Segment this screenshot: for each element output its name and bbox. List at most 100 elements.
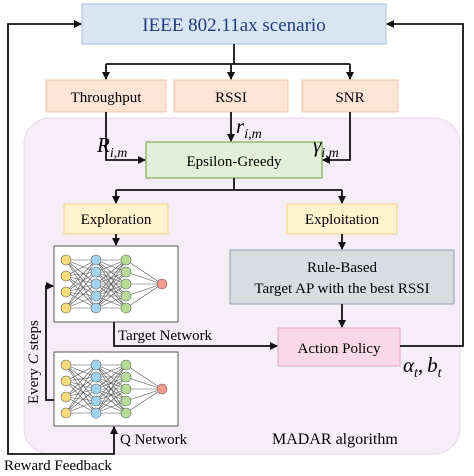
network-node-input <box>60 391 72 403</box>
network-edge <box>125 388 163 402</box>
network-edge <box>95 259 127 273</box>
network-node-hidden1 <box>90 266 102 278</box>
network-edge <box>65 275 97 309</box>
network-node-hidden1 <box>90 371 102 383</box>
scenario-box <box>81 3 387 45</box>
network-edge <box>65 295 97 309</box>
network-edge <box>95 259 127 297</box>
network-node-output <box>156 383 168 395</box>
network-node-hidden1 <box>90 395 102 407</box>
network-node-hidden2 <box>120 371 132 383</box>
network-node-hidden2 <box>120 278 132 290</box>
q-network-graph <box>60 359 168 419</box>
arrow-reward-feedback <box>7 20 115 455</box>
madar-label: MADAR algorithm <box>272 431 398 448</box>
symbol-r-im: ri,m <box>236 114 262 142</box>
network-edge <box>65 259 97 293</box>
network-node-hidden1 <box>90 254 102 266</box>
network-edge <box>125 271 163 285</box>
epsilon-greedy-label: Epsilon-Greedy <box>187 154 282 170</box>
action-policy-label: Action Policy <box>298 341 381 357</box>
symbol-R-im: Ri,m <box>96 133 127 161</box>
network-edge <box>65 283 97 309</box>
network-node-input <box>60 375 72 387</box>
network-node-hidden1 <box>90 302 102 314</box>
network-edge <box>65 376 97 398</box>
network-edge <box>95 259 127 285</box>
arrow-target-action <box>113 322 278 350</box>
network-edge <box>95 364 127 402</box>
network-node-input <box>60 254 72 266</box>
network-edge <box>125 283 163 297</box>
network-edge <box>125 259 163 285</box>
network-edge <box>95 283 127 309</box>
snr-label: SNR <box>335 90 364 106</box>
target-network-label: Target Network <box>118 328 213 344</box>
arrow-every-c-steps <box>45 282 54 401</box>
reward-feedback-label: Reward Feedback <box>4 458 112 474</box>
scenario-label: IEEE 802.11ax scenario <box>142 15 325 36</box>
network-edge <box>65 364 97 414</box>
network-edge <box>65 271 97 309</box>
exploitation-label: Exploitation <box>305 212 380 228</box>
q-network-label: Q Network <box>120 432 188 448</box>
rule-based-box <box>229 249 455 305</box>
network-node-hidden2 <box>120 302 132 314</box>
network-edge <box>65 275 97 297</box>
throughput-label: Throughput <box>71 90 143 106</box>
network-edge <box>65 271 97 293</box>
symbol-gamma-im: γi,m <box>313 133 339 161</box>
network-edge <box>95 388 127 414</box>
network-edge <box>95 376 127 414</box>
network-node-hidden1 <box>90 290 102 302</box>
throughput-box <box>45 79 167 113</box>
exploration-box <box>63 203 169 235</box>
network-edge <box>65 388 97 414</box>
arrow-throughput-epsilon <box>105 112 146 164</box>
network-edge <box>65 291 97 309</box>
network-node-hidden1 <box>90 407 102 419</box>
network-node-hidden1 <box>90 383 102 395</box>
network-edge <box>95 364 127 378</box>
network-edge <box>65 400 97 414</box>
arrow-snr-epsilon <box>322 112 351 164</box>
every-c-steps-label: EveryCsteps <box>26 320 42 404</box>
network-edge <box>65 380 97 402</box>
network-edge <box>95 364 127 390</box>
network-edge <box>95 295 127 309</box>
network-node-hidden1 <box>90 359 102 371</box>
network-node-output <box>156 278 168 290</box>
network-edge <box>65 364 97 398</box>
network-edge <box>65 364 97 382</box>
network-edge <box>125 283 163 309</box>
rule-based-line1: Rule-Based <box>307 260 377 276</box>
rssi-box <box>173 79 289 113</box>
rule-based-line2: Target AP with the best RSSI <box>254 281 429 297</box>
exploration-label: Exploration <box>81 212 152 228</box>
network-node-hidden2 <box>120 254 132 266</box>
target-network-graph <box>60 254 168 314</box>
network-node-hidden2 <box>120 395 132 407</box>
network-node-hidden2 <box>120 407 132 419</box>
rssi-label: RSSI <box>215 90 247 106</box>
symbol-alpha-b: αt,bt <box>403 353 443 381</box>
network-edge <box>65 259 97 285</box>
network-node-input <box>60 302 72 314</box>
network-edge <box>65 364 97 378</box>
network-edge <box>65 259 97 273</box>
network-edge <box>65 364 97 390</box>
network-edge <box>65 259 97 309</box>
network-edge <box>65 259 97 297</box>
network-node-input <box>60 407 72 419</box>
network-node-hidden2 <box>120 359 132 371</box>
network-node-hidden2 <box>120 290 132 302</box>
network-edge <box>95 271 127 309</box>
action-policy-box <box>277 327 401 367</box>
network-edge <box>95 400 127 414</box>
network-edge <box>65 259 97 277</box>
arrow-action-to-scenario <box>386 20 464 347</box>
network-edge <box>95 259 127 309</box>
network-edge <box>125 376 163 390</box>
network-edge <box>125 364 163 390</box>
